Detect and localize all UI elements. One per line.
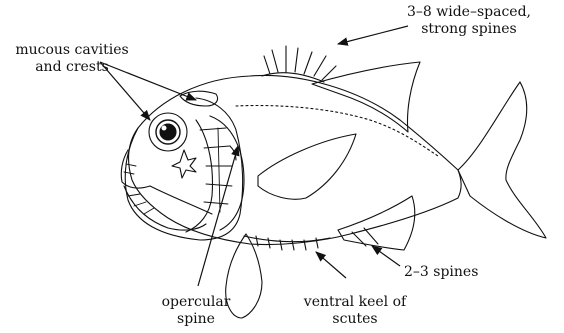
label-anal-line1: 2–3 spines [404, 264, 504, 281]
dorsal-fin-soft [312, 62, 420, 132]
ventral-keel-pointer [316, 252, 346, 278]
label-opercular-spine: opercular spine [146, 294, 246, 328]
label-dorsal-line1: 3–8 wide–spaced, [384, 4, 554, 21]
head-ridges [200, 128, 232, 212]
label-ventral-keel: ventral keel of scutes [290, 294, 420, 328]
label-dorsal-line2: strong spines [384, 21, 554, 38]
label-mucous-line2: and crests [2, 59, 142, 76]
pectoral-fin [258, 134, 356, 199]
label-mucous-line1: mucous cavities [2, 42, 142, 59]
label-opercular-line2: spine [146, 311, 246, 328]
suborbital-spines [172, 150, 196, 178]
label-dorsal-spines: 3–8 wide–spaced, strong spines [384, 4, 554, 38]
head-outline [125, 98, 242, 240]
fish-body [129, 75, 461, 244]
label-ventral-line2: scutes [290, 311, 420, 328]
ventral-scutes [256, 236, 318, 250]
preoperculum [186, 120, 212, 232]
teeth [124, 164, 154, 214]
label-mucous-cavities: mucous cavities and crests [2, 42, 142, 76]
label-anal-spines: 2–3 spines [404, 264, 504, 281]
dorsal-spines [262, 46, 336, 82]
opercular-pointer [198, 146, 238, 286]
label-ventral-line1: ventral keel of [290, 294, 420, 311]
caudal-fin [458, 82, 546, 238]
gill-margin [150, 186, 212, 214]
label-opercular-line1: opercular [146, 294, 246, 311]
operculum [210, 116, 244, 230]
